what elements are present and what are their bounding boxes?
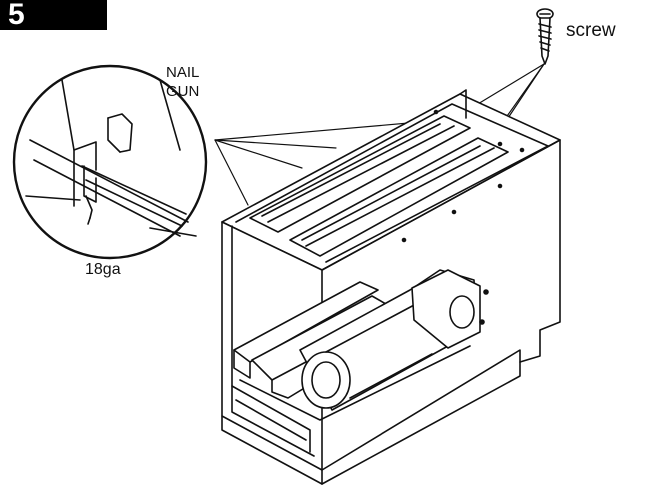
blower-assembly <box>233 269 489 411</box>
nail-gun-label-line2: GUN <box>166 83 200 100</box>
nail-leader-lines <box>214 121 421 206</box>
nail-gun-label-line1: NAIL <box>166 64 200 81</box>
air-handler-cabinet-icon <box>221 89 561 485</box>
nail-gun-detail-icon <box>12 64 208 260</box>
step-number-badge: 5 <box>0 0 107 30</box>
gauge-label: 18ga <box>85 261 121 278</box>
step-number: 5 <box>8 0 25 30</box>
screw-label: screw <box>566 20 616 41</box>
screw-icon <box>536 8 554 65</box>
